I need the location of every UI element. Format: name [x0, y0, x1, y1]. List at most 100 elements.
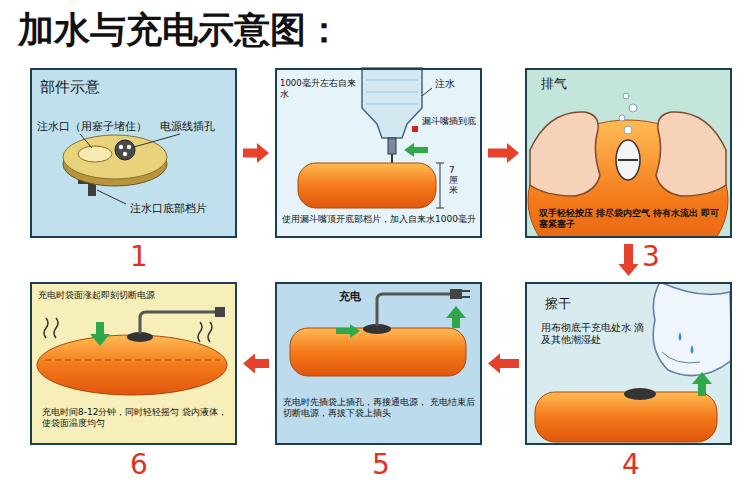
- cloth-illustration-part: [662, 352, 700, 363]
- flow-arrow: [488, 143, 519, 163]
- heating-illustration-part: [90, 322, 110, 346]
- bottle-illustration-part: [436, 163, 444, 164]
- step-number: 5: [372, 450, 390, 481]
- panel-fill: [30, 68, 237, 238]
- cloth-illustration-part: [679, 332, 682, 341]
- charging-illustration: [290, 289, 470, 376]
- bottle-illustration-part: [366, 80, 418, 81]
- heating-illustration-part: [215, 307, 225, 317]
- panel-heading: 1000毫升左右自来水: [280, 78, 364, 99]
- panel-text: 漏斗嘴插到底: [422, 116, 480, 127]
- step-number: 1: [130, 242, 148, 273]
- flow-arrow: [243, 354, 269, 374]
- step-panel: 部件示意注水口（用塞子堵住） 电源线插孔注水口底部档片: [30, 68, 237, 238]
- panel-text: 双手轻轻按压 排尽袋内空气 待有水流出 即可塞紧塞子: [539, 208, 721, 231]
- lid-illustration: [63, 134, 180, 204]
- lid-illustration-part: [134, 134, 180, 147]
- hands-illustration-part: [656, 112, 726, 196]
- step-panel: 充电时袋面涨起即刻切断电源充电时间8-12分钟，同时轻轻摇匀 袋内液体，使袋面温…: [30, 282, 237, 445]
- lid-illustration-part: [97, 190, 126, 204]
- bottle-illustration: [298, 68, 444, 208]
- panel-heading: 排气: [541, 76, 591, 92]
- heating-illustration-part: [140, 312, 215, 334]
- bottle-illustration-part: [366, 104, 418, 105]
- panel-heading: 充电: [339, 290, 379, 304]
- heating-illustration-part: [45, 360, 220, 361]
- bottle-illustration-part: [298, 163, 436, 208]
- panel-fill: [525, 282, 732, 445]
- heating-illustration-part: [54, 318, 58, 338]
- panel-fill: [525, 68, 732, 238]
- panel-text: 充电时先插袋上插孔，再接通电源， 充电结束后切断电源，再拔下袋上插头: [283, 397, 478, 420]
- charging-illustration-part: [450, 289, 462, 299]
- flow-arrow: [488, 354, 519, 374]
- lid-illustration-part: [78, 146, 112, 162]
- cloth-illustration: [535, 282, 732, 442]
- hands-illustration-part: [623, 93, 629, 99]
- charging-illustration-part: [462, 290, 470, 292]
- panel-text: 注水: [435, 78, 479, 91]
- heating-illustration-part: [208, 322, 212, 342]
- heating-illustration-part: [198, 322, 202, 342]
- charging-illustration-part: [377, 294, 450, 326]
- cloth-illustration-part: [535, 392, 717, 442]
- panel-text: 7厘米: [449, 166, 458, 196]
- panel-text: 用布彻底干充电处水 滴及其他潮湿处: [541, 322, 649, 346]
- panel-text: 充电时间8-12分钟，同时轻轻摇匀 袋内液体，使袋面温度均匀: [42, 407, 232, 430]
- step-number: 3: [642, 242, 660, 273]
- panel-text: 注水口（用塞子堵住）: [37, 120, 155, 133]
- flow-arrow: [243, 143, 269, 163]
- heating-illustration: [37, 307, 227, 395]
- hands-illustration-part: [618, 159, 638, 161]
- panel-heading: 擦干: [545, 296, 595, 312]
- lid-illustration-part: [119, 145, 123, 149]
- step-number: 6: [130, 450, 148, 481]
- bottle-illustration-part: [388, 138, 396, 154]
- panel-fill: [275, 68, 482, 238]
- bottle-illustration-part: [366, 92, 418, 93]
- lid-illustration-part: [80, 134, 92, 148]
- step-number: 4: [622, 450, 640, 481]
- bottle-illustration-part: [404, 143, 428, 157]
- panel-fill: [30, 282, 237, 445]
- cloth-illustration-part: [624, 388, 656, 400]
- step-panel: 擦干用布彻底干充电处水 滴及其他潮湿处: [525, 282, 732, 445]
- panel-heading: 部件示意: [40, 78, 160, 97]
- charging-illustration-part: [446, 306, 466, 328]
- diagram-title: 加水与充电示意图：: [18, 6, 342, 55]
- charging-illustration-part: [290, 328, 466, 376]
- bottle-illustration-part: [412, 126, 418, 132]
- panel-text: 注水口底部档片: [130, 202, 234, 215]
- bottle-illustration-part: [436, 208, 444, 209]
- cloth-illustration-part: [653, 282, 732, 376]
- charging-illustration-part: [462, 296, 470, 298]
- cloth-illustration-part: [692, 372, 712, 396]
- flow-arrow: [619, 244, 639, 276]
- bottle-illustration-part: [422, 88, 432, 96]
- step-panel: 1000毫升左右自来水 注水漏斗嘴插到底 7厘米使用漏斗嘴顶开底部档片，加入自来水1…: [275, 68, 482, 238]
- panel-fill: [275, 282, 482, 445]
- step-panel: 排气双手轻轻按压 排尽袋内空气 待有水流出 即可塞紧塞子: [525, 68, 732, 238]
- bottle-illustration-part: [440, 163, 441, 208]
- panel-text: 电源线插孔: [160, 120, 234, 133]
- hands-illustration-part: [629, 104, 637, 112]
- lid-illustration-part: [115, 140, 135, 160]
- lid-illustration-part: [123, 152, 127, 156]
- hands-illustration-part: [624, 126, 632, 134]
- step-panel: 充电充电时先插袋上插孔，再接通电源， 充电结束后切断电源，再拔下袋上插头: [275, 282, 482, 445]
- panel-fills: [30, 68, 732, 445]
- panel-text: 使用漏斗嘴顶开底部档片，加入自来水1000毫升: [282, 214, 478, 225]
- bottle-illustration-part: [362, 68, 422, 138]
- panel-heading: 充电时袋面涨起即刻切断电源: [38, 290, 198, 301]
- hands-illustration-part: [619, 115, 625, 121]
- charging-illustration-part: [336, 324, 360, 338]
- heating-illustration-part: [44, 318, 48, 338]
- hands-illustration-part: [530, 112, 600, 196]
- hands-illustration-part: [616, 140, 640, 180]
- heating-illustration-part: [37, 335, 227, 395]
- cloth-illustration-part: [691, 345, 694, 354]
- lid-illustration-part: [127, 145, 131, 149]
- hands-illustration: [528, 93, 728, 238]
